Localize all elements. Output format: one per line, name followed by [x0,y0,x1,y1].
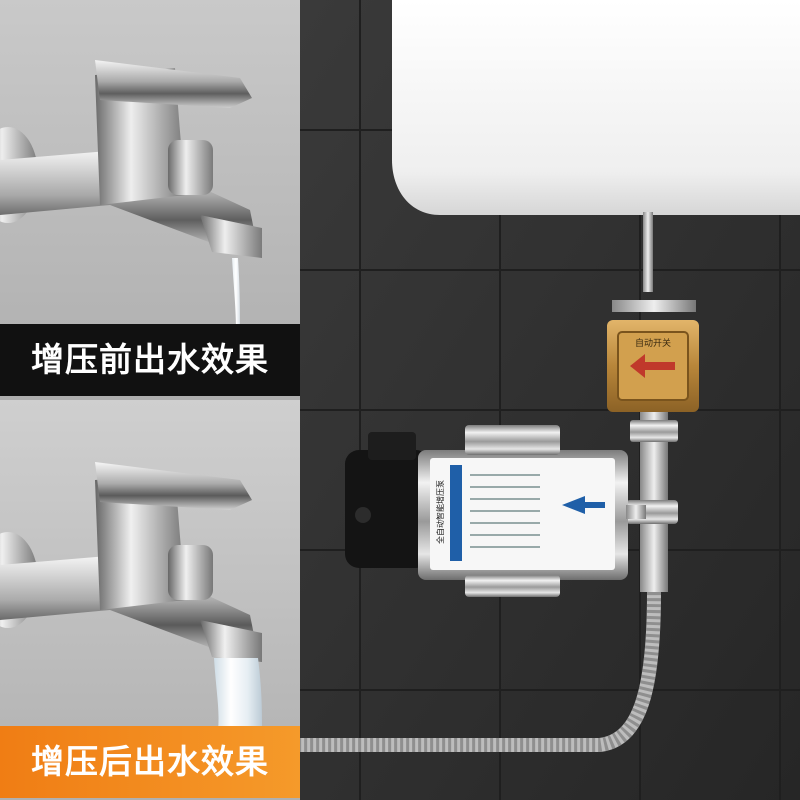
flow-direction-arrow [630,354,675,378]
lever-handle [95,60,252,108]
after-faucet-illustration [0,462,262,730]
valve-column [95,473,185,610]
installation-illustration: 自动开关 [300,0,800,800]
pump-flow-arrow [562,496,605,514]
diverter-knob [168,140,213,195]
fitting-top [612,300,696,312]
faucet-spout [200,620,262,662]
pump-motor-cap [345,450,430,568]
water-heater [392,0,800,215]
pump-label-lines [470,474,540,548]
faucet-spout [200,215,262,258]
after-panel: 增压后出水效果 [0,400,300,800]
lever-handle [95,462,252,510]
pump-outlet [626,505,646,519]
flow-switch-label: 自动开关 [635,337,671,349]
strong-water-stream [214,658,262,730]
pump-cap-screw [355,507,371,523]
inlet-hose [643,212,653,292]
pump-label-title: 全自动智能增压泵 [435,480,445,544]
comparison-column: 增压前出水效果 [0,0,300,800]
before-panel: 增压前出水效果 [0,0,300,400]
installation-scene: 自动开关 [300,0,800,800]
pipe-nut [630,420,678,442]
before-faucet-illustration [0,60,262,330]
weak-water-stream [232,258,240,330]
pump-junction-box [368,432,416,460]
pump-label-stripe [450,465,462,561]
pump-bracket-top [465,425,560,455]
diverter-knob [168,545,213,600]
pump-bracket-bottom [465,575,560,597]
after-caption: 增压后出水效果 [0,726,300,798]
braided-hose-texture [300,591,661,752]
before-caption: 增压前出水效果 [0,324,300,396]
